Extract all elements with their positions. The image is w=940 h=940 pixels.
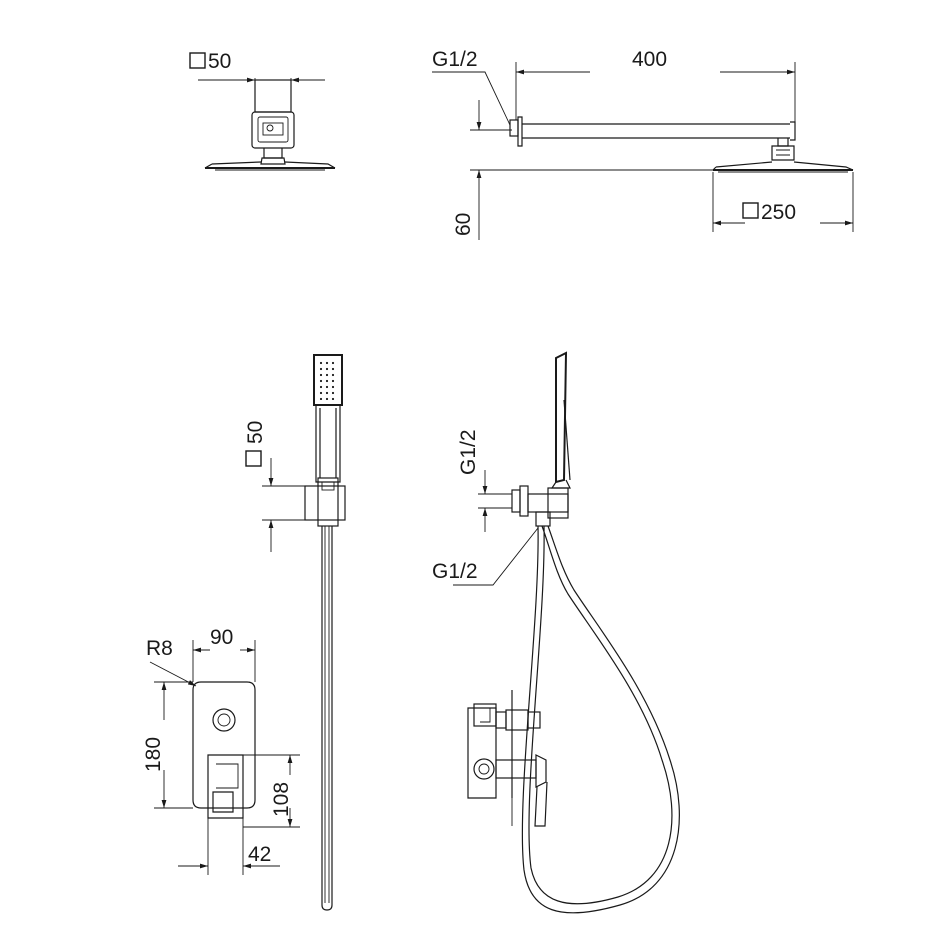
mixer-plate-front-view — [192, 681, 256, 819]
label-lever-height: 108 — [270, 782, 293, 817]
shower-arm-side-view — [509, 116, 854, 173]
dimension-g12-vertical: G1/2 — [457, 429, 512, 532]
label-arm-length: 400 — [632, 48, 667, 71]
radius-callout: R8 — [146, 637, 197, 687]
dimension-90: 90 — [192, 626, 256, 682]
dimension-42: 42 — [178, 818, 280, 875]
dimension-50-hand: 50 — [244, 421, 305, 552]
label-thread-wall: G1/2 — [457, 429, 480, 475]
label-thread-top: G1/2 — [432, 48, 478, 71]
label-thread-outlet: G1/2 — [432, 560, 478, 583]
label-radius: R8 — [146, 637, 173, 660]
label-plate-height: 180 — [142, 737, 165, 772]
label-plate-width: 90 — [210, 626, 233, 649]
dimension-108: 108 — [243, 754, 300, 828]
thread-callout-outlet: G1/2 — [432, 527, 539, 586]
dimension-180: 180 — [142, 681, 193, 809]
label-lever-width: 42 — [248, 843, 271, 866]
label-hand-square: 50 — [244, 421, 267, 444]
mixer-body-side-view — [467, 690, 548, 827]
shower-hose — [521, 525, 680, 914]
hand-shower-side-view — [550, 351, 571, 489]
label-square-50: 50 — [208, 50, 231, 73]
square-symbol-icon — [189, 52, 206, 69]
square-symbol-icon — [742, 202, 759, 219]
hand-shower-front-view — [304, 354, 346, 911]
label-height-60: 60 — [452, 213, 475, 236]
wall-outlet-bracket — [511, 485, 569, 527]
square-symbol-icon — [245, 450, 262, 467]
label-head-size: 250 — [761, 201, 796, 224]
dimension-250: 250 — [712, 172, 854, 232]
thread-callout-top: G1/2 — [432, 48, 511, 126]
dimension-400: 400 — [515, 48, 796, 122]
dimension-50-top: 50 — [189, 50, 325, 112]
dimension-60: 60 — [452, 100, 713, 240]
shower-head-front-view — [204, 79, 336, 171]
